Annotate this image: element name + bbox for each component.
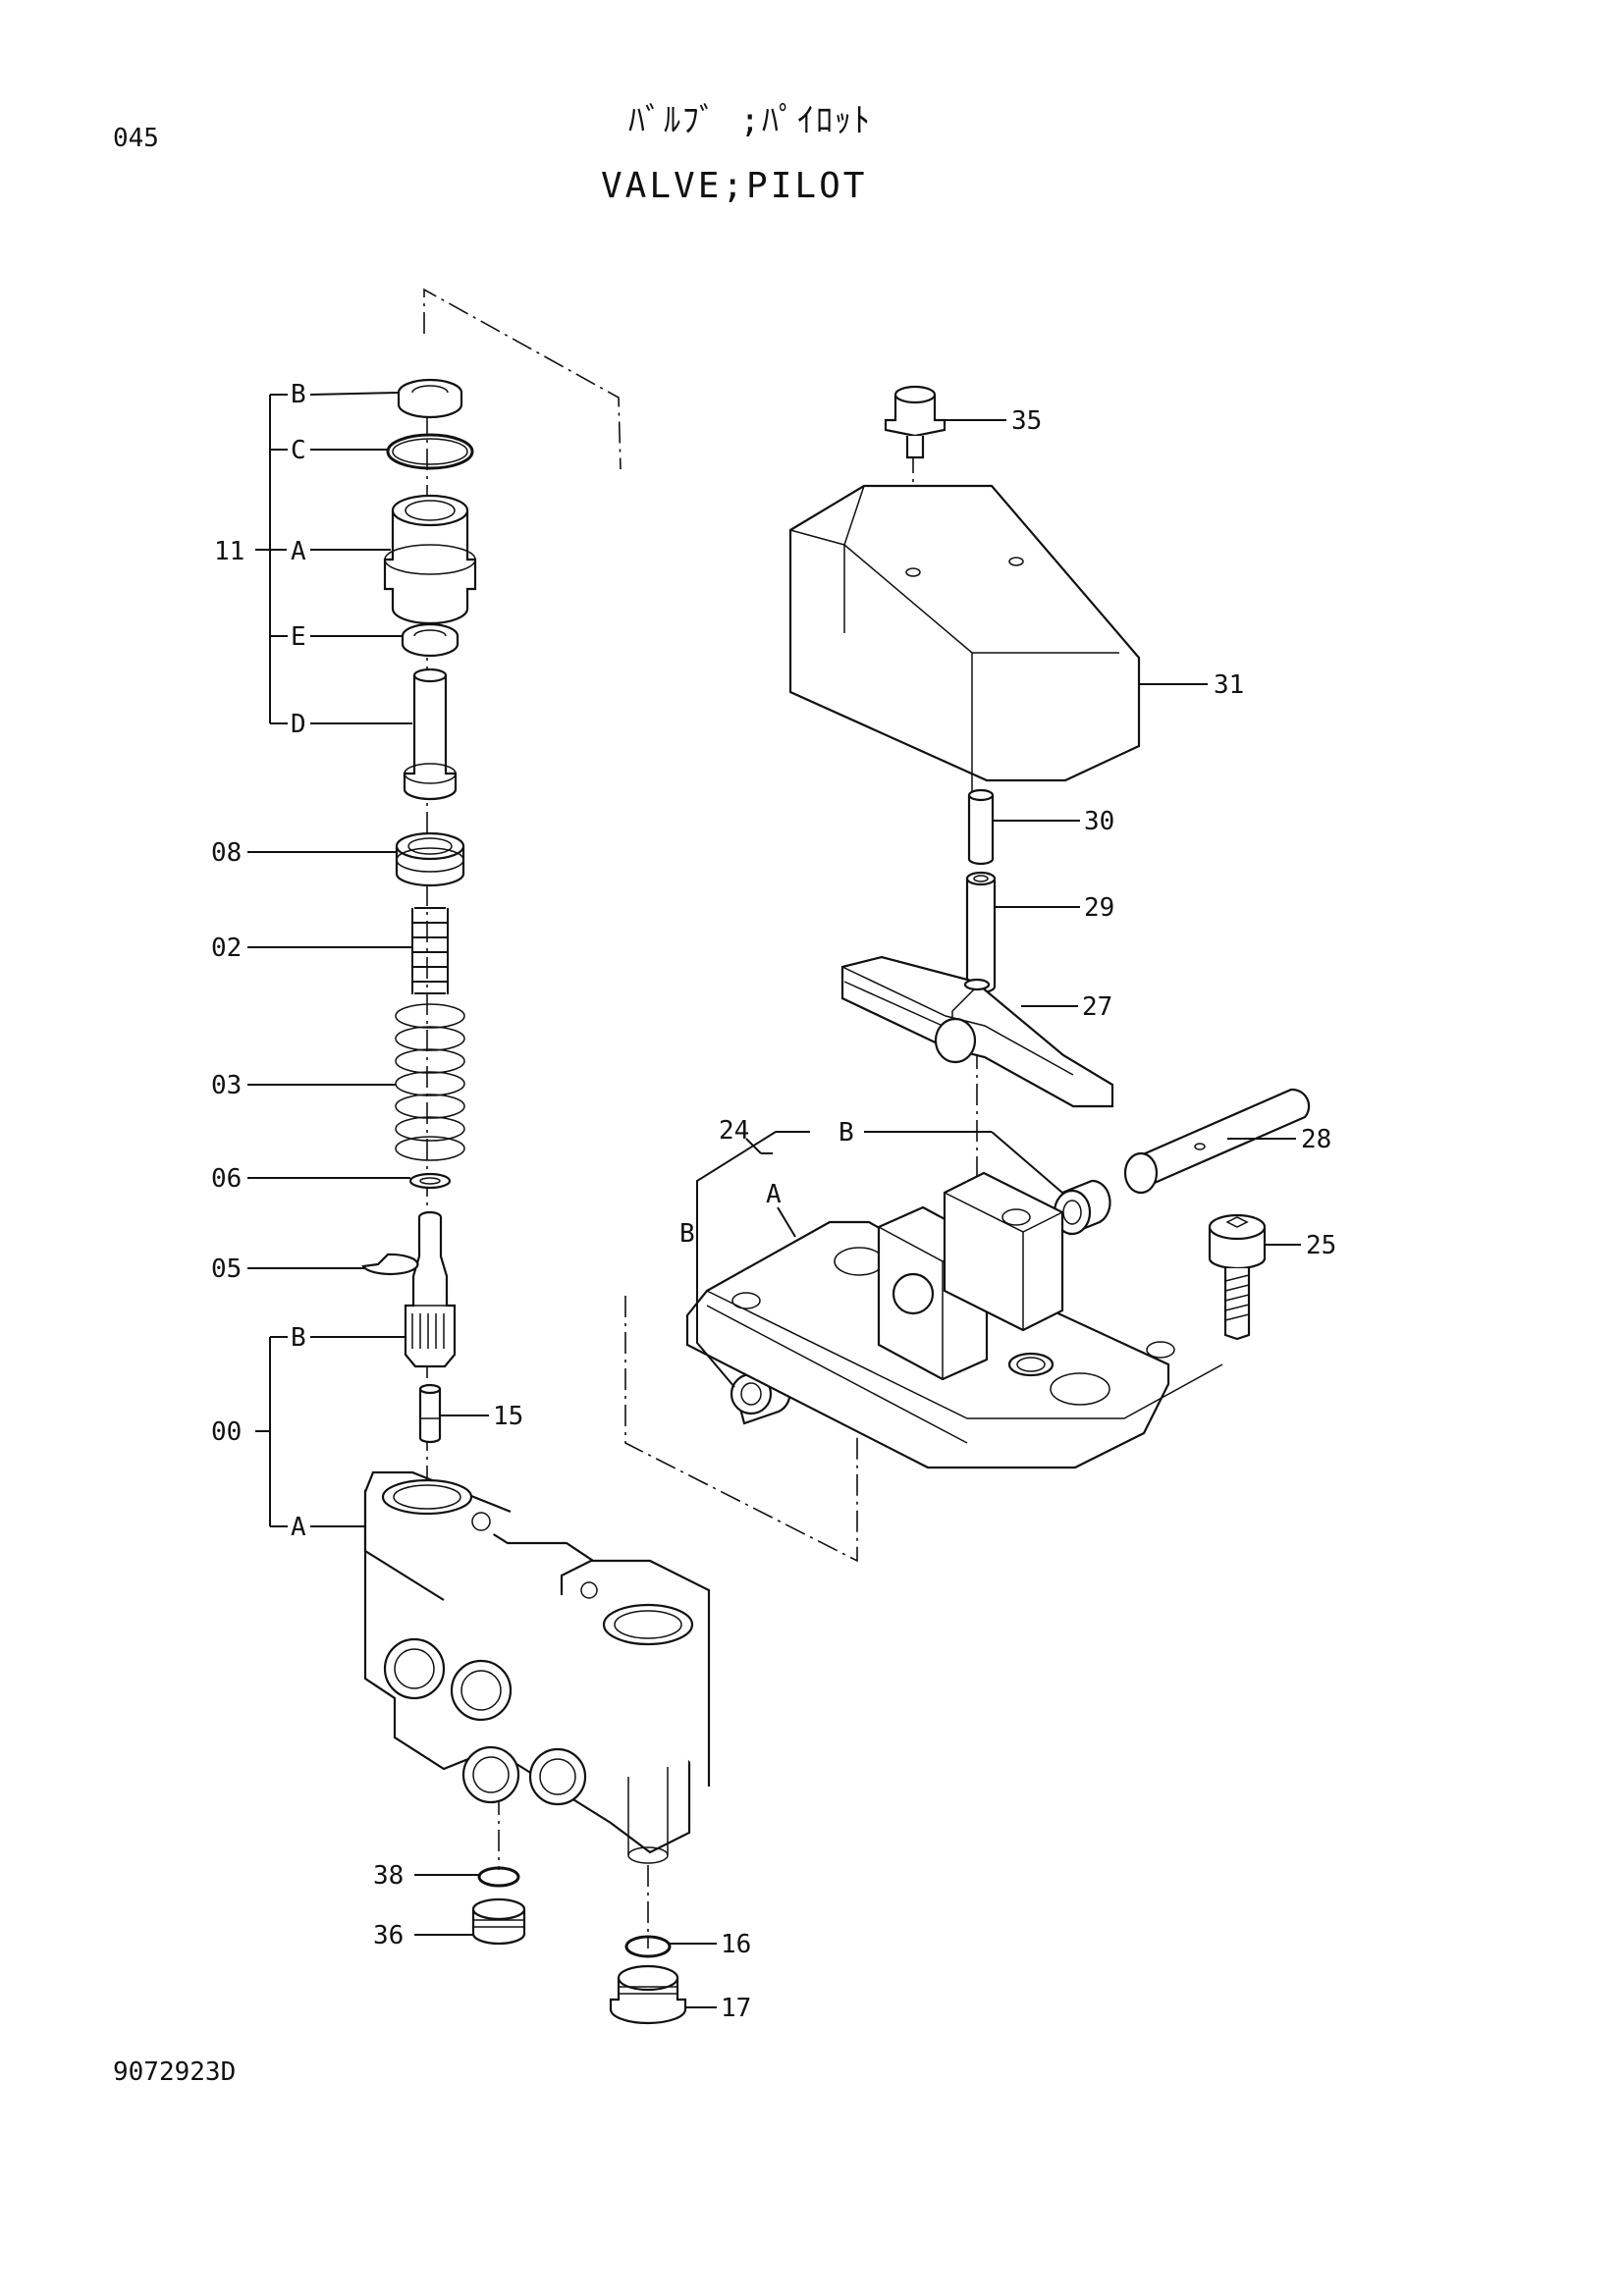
callout-11-a: A [291,537,306,566]
callout-24-b-top: B [839,1118,854,1148]
bushing-24b [730,1179,1111,1425]
callout-31: 31 [1214,670,1244,700]
spring-seat-08 [395,831,465,887]
washer-06 [408,1172,452,1190]
callout-05: 05 [211,1255,242,1284]
callout-24: 24 [719,1116,749,1146]
o-ring-38 [477,1866,520,1888]
screw-25 [1208,1213,1267,1341]
pin-15 [418,1383,442,1444]
lever-27 [840,955,1114,1108]
plug-17 [609,1964,687,2025]
callout-27: 27 [1082,992,1112,1022]
pin-30 [967,788,995,866]
callout-11-b: B [291,380,306,409]
callout-03: 03 [211,1071,242,1100]
callout-17: 17 [721,1994,751,2023]
callout-30: 30 [1084,807,1114,836]
seal-part-11e [401,622,460,658]
callout-38: 38 [373,1861,404,1891]
callout-35: 35 [1011,406,1042,436]
callout-15: 15 [493,1402,523,1431]
callout-08: 08 [211,838,242,868]
plug-11a [383,494,477,625]
seal-part-11b [397,378,463,419]
spring-02 [411,907,449,994]
callout-11-c: C [291,436,306,465]
retainer-05 [361,1253,419,1276]
o-ring-16 [624,1935,672,1958]
spring-03 [395,1003,465,1161]
valve-body-00a [363,1470,711,1864]
callout-24-b-left: B [679,1219,695,1249]
callout-00: 00 [211,1417,242,1447]
title-japanese: ﾊﾞﾙﾌﾞ ;ﾊﾟｲﾛｯﾄ [628,101,872,140]
callout-16: 16 [721,1930,751,1959]
callout-06: 06 [211,1164,242,1194]
callout-11-e: E [291,622,306,652]
leader-lines [247,392,1301,2008]
callout-11: 11 [214,537,244,566]
o-ring-11c [386,433,474,470]
callout-28: 28 [1301,1125,1331,1154]
push-rod-11d [403,667,458,801]
shaft-28 [1123,1088,1311,1195]
callout-25: 25 [1306,1231,1336,1260]
callout-29: 29 [1084,893,1114,923]
callout-00-b: B [291,1323,306,1353]
bracket-24 [877,1171,1064,1381]
drawing-number: 9072923D [113,2057,237,2087]
callout-36: 36 [373,1921,404,1950]
pin-29 [965,871,997,994]
bolt-35 [884,385,947,459]
callout-00-a: A [291,1513,306,1542]
cover-31 [788,484,1141,800]
title-english: VALVE;PILOT [601,166,868,206]
plug-36 [471,1897,526,1946]
callout-02: 02 [211,934,242,963]
spool-00b [404,1210,457,1368]
callout-11-d: D [291,710,306,739]
callout-labels: 11 B C A E D 08 02 03 06 05 00 B A 15 38… [211,380,1336,2023]
callout-24-a: A [766,1180,782,1209]
page-code: 045 [113,124,159,153]
